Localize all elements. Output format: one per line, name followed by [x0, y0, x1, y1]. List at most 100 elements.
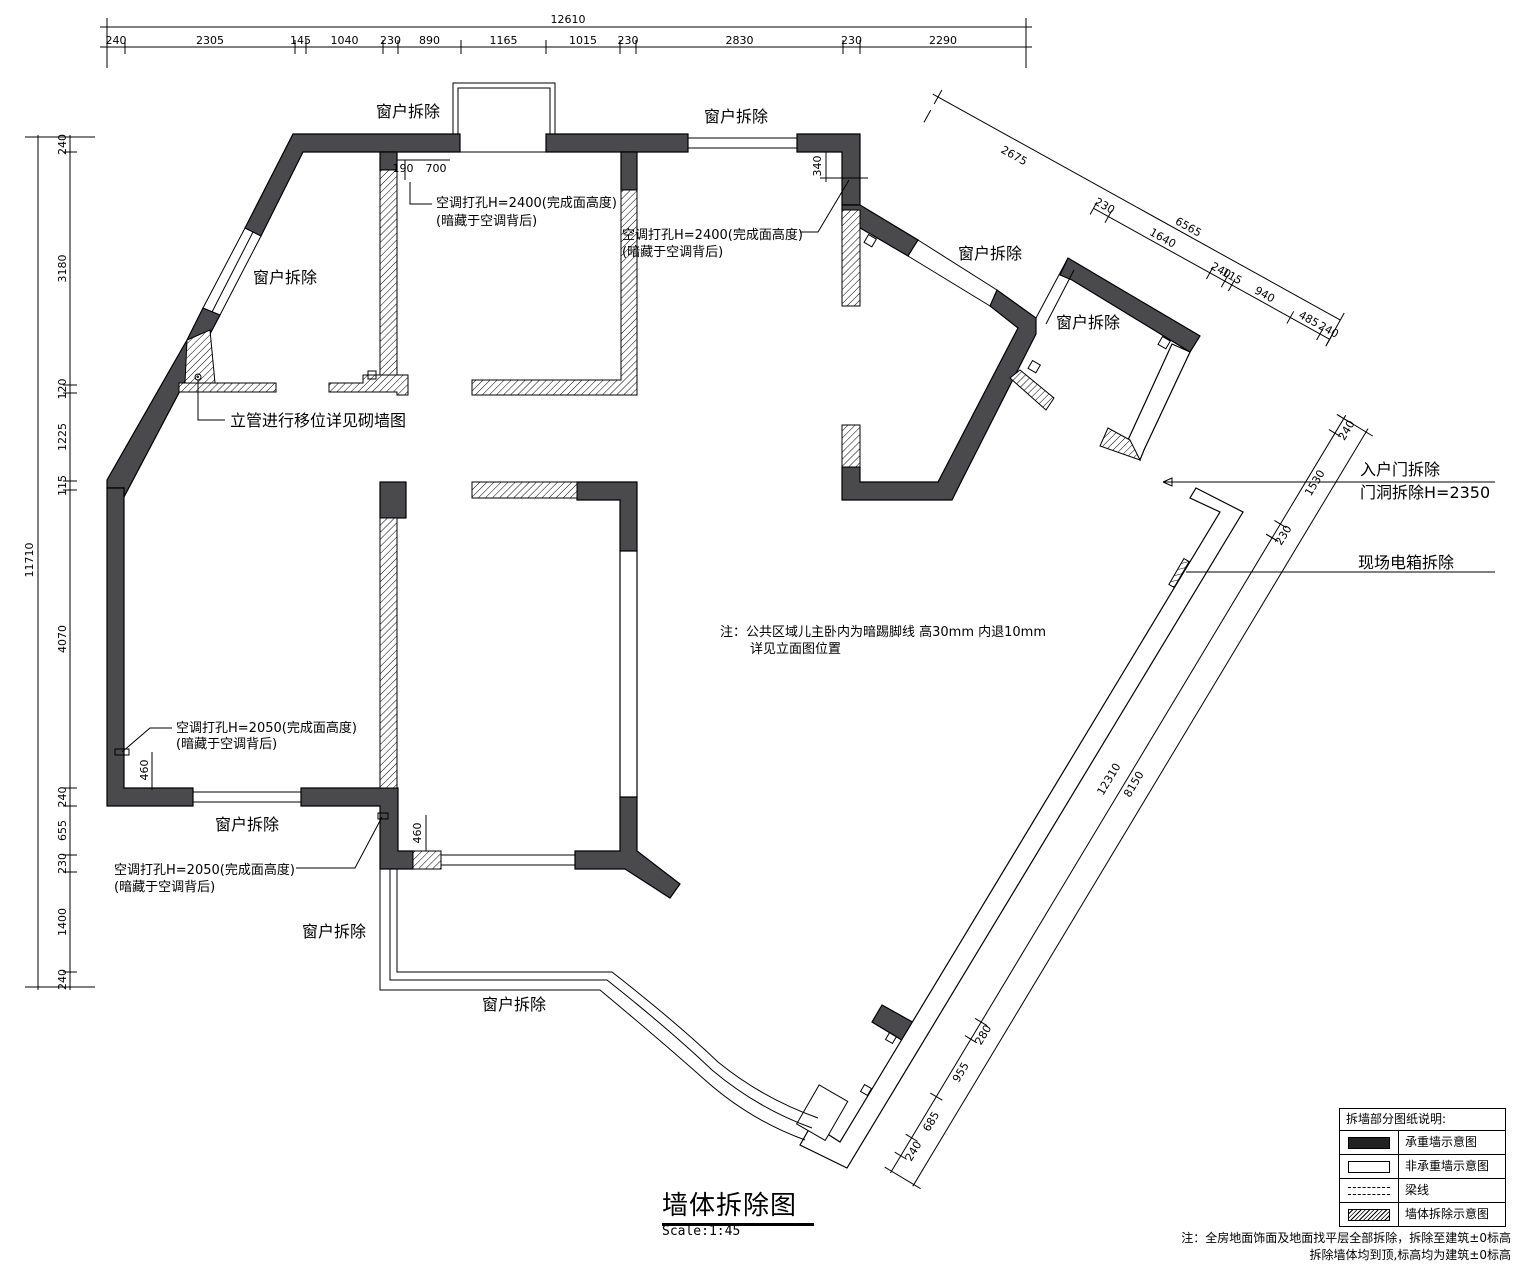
- ac-hole-top-1-hidden: (暗藏于空调背后): [436, 214, 537, 229]
- dim-tick: [1316, 327, 1324, 341]
- label-window-bottom-mid: 窗户拆除: [302, 922, 366, 941]
- leader-lines: [121, 179, 1495, 869]
- dim-label: 120: [56, 379, 69, 400]
- windows: [193, 82, 1075, 1141]
- dim-label: 240: [1336, 418, 1358, 443]
- non-load-bearing-walls: [619, 343, 1244, 1169]
- legend-row-beam: 梁线: [1340, 1179, 1505, 1203]
- dim-label: 2675: [999, 143, 1030, 168]
- dim-label: 1015: [569, 34, 597, 47]
- dim-label: 1530: [1302, 468, 1328, 499]
- dim-tick: [1286, 311, 1295, 324]
- dim-label: 230: [380, 34, 401, 47]
- label-window-right-bay-2: 窗户拆除: [1056, 313, 1120, 332]
- load-bearing-walls: [106, 133, 1201, 1043]
- legend-header: 拆墙部分图纸说明:: [1340, 1109, 1505, 1131]
- legend-swatch-empty: [1348, 1160, 1390, 1173]
- label-window-bottom-left: 窗户拆除: [215, 815, 279, 834]
- dim-700: 700: [426, 162, 447, 175]
- dim-label: 240: [56, 787, 69, 808]
- legend-swatch-solid: [1348, 1136, 1390, 1149]
- dim-label: 230: [1273, 523, 1295, 548]
- legend-row-demolition: 墙体拆除示意图: [1340, 1203, 1505, 1226]
- dim-label: 2305: [196, 34, 224, 47]
- dim-tick: [1104, 210, 1113, 223]
- legend-swatch-hatch: [1348, 1208, 1390, 1221]
- dim-label: 940: [1252, 284, 1277, 306]
- left-dimension-chain: 11710 2403180120122511540702406552301400…: [23, 134, 95, 990]
- dim-tick: [974, 1018, 988, 1027]
- label-window-curved: 窗户拆除: [482, 995, 546, 1014]
- legend-box: 拆墙部分图纸说明: 承重墙示意图 非承重墙示意图 梁线 墙体拆除示意图: [1339, 1108, 1506, 1227]
- dim-tick: [1227, 278, 1236, 292]
- fixture-marks: [114, 233, 1172, 1097]
- label-riser-move: 立管进行移位详见砌墙图: [230, 411, 406, 430]
- ac-hole-bottom-hidden: (暗藏于空调背后): [114, 880, 215, 895]
- general-note-line1: 注：公共区域儿主卧内为暗踢脚线 高30mm 内退10mm: [720, 624, 1046, 640]
- demolished-walls: [178, 169, 1190, 870]
- footnote-line2: 拆除墙体均到顶,标高均为建筑±0标高: [1309, 1248, 1511, 1262]
- dim-tick: [1265, 533, 1279, 542]
- dim-tick: [1220, 274, 1229, 288]
- dim-460-right: 460: [411, 823, 424, 844]
- dim-340: 340: [811, 156, 824, 177]
- dim-label: 240: [56, 969, 69, 990]
- dim-label: 655: [56, 820, 69, 841]
- dim-label: 240: [902, 1139, 924, 1164]
- dim-label: 685: [920, 1109, 942, 1134]
- ac-hole-bottom: 空调打孔H=2050(完成面高度): [114, 862, 295, 878]
- dim-tick: [1274, 520, 1287, 529]
- annotation-labels: 立管进行移位详见砌墙图 入户门拆除 门洞拆除H=2350 现场电箱拆除 空调打孔…: [114, 195, 1490, 895]
- dim-tick: [1325, 332, 1334, 346]
- dim-label: 4070: [56, 625, 69, 653]
- dim-label: 240: [106, 34, 127, 47]
- dim-tick: [905, 1133, 918, 1142]
- legend-label: 墙体拆除示意图: [1398, 1203, 1505, 1226]
- dim-190: 190: [393, 162, 414, 175]
- footnote-line1: 注：全房地面饰面及地面找平层全部拆除，拆除至建筑±0标高: [1181, 1231, 1511, 1245]
- ac-hole-top-2-hidden: (暗藏于空调背后): [622, 245, 723, 260]
- legend-swatch-dashed: [1348, 1186, 1390, 1195]
- dim-label: 230: [1092, 195, 1117, 217]
- dim-label: 890: [419, 34, 440, 47]
- dim-tick: [1206, 266, 1214, 280]
- dim-tick: [1089, 201, 1098, 215]
- ac-hole-left: 空调打孔H=2050(完成面高度): [176, 720, 357, 736]
- label-door-opening: 门洞拆除H=2350: [1360, 483, 1490, 502]
- general-note-line2: 详见立面图位置: [750, 642, 841, 657]
- label-electric-box: 现场电箱拆除: [1358, 553, 1454, 572]
- dim-left-total: 11710: [23, 543, 36, 578]
- drawing-scale: Scale:1:45: [662, 1223, 814, 1239]
- dim-label: 230: [56, 853, 69, 874]
- dim-top-total: 12610: [551, 13, 586, 26]
- dim-label: 2290: [929, 34, 957, 47]
- dim-label: 115: [56, 475, 69, 496]
- dim-tick: [930, 1092, 943, 1101]
- dim-label: 230: [841, 34, 862, 47]
- dim-label: 145: [290, 34, 311, 47]
- label-window-top-mid: 窗户拆除: [704, 107, 768, 126]
- label-entry-door: 入户门拆除: [1360, 460, 1440, 479]
- drawing-title: 墙体拆除图: [662, 1185, 814, 1226]
- small-dimensions: 190 700 340 460 460: [138, 152, 868, 851]
- dim-label: 240: [56, 134, 69, 155]
- dim-label: 230: [618, 34, 639, 47]
- footnote: 注：全房地面饰面及地面找平层全部拆除，拆除至建筑±0标高 拆除墙体均到顶,标高均…: [1181, 1230, 1511, 1264]
- label-window-right-bay-1: 窗户拆除: [958, 244, 1022, 263]
- dim-label: 2830: [726, 34, 754, 47]
- label-window-top-left: 窗户拆除: [376, 102, 440, 121]
- dim-tick: [1328, 429, 1342, 438]
- ac-hole-left-hidden: (暗藏于空调背后): [176, 737, 277, 752]
- label-window-left-diag: 窗户拆除: [253, 268, 317, 287]
- dim-460-left: 460: [138, 760, 151, 781]
- dim-tick: [964, 1035, 978, 1044]
- dim-label: 3180: [56, 255, 69, 283]
- dim-tick: [923, 109, 932, 123]
- dim-tick: [894, 1151, 908, 1160]
- ac-hole-top-2: 空调打孔H=2400(完成面高度): [622, 227, 803, 243]
- ac-hole-top-1: 空调打孔H=2400(完成面高度): [436, 195, 617, 211]
- dim-label: 1225: [56, 423, 69, 451]
